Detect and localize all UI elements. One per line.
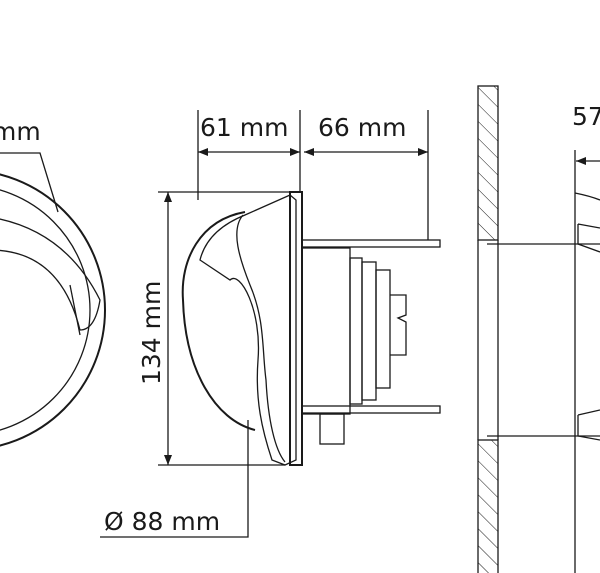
right-dimension-label: 57 [572, 102, 600, 131]
leader-line [0, 152, 59, 213]
depth-front-label: 61 mm [200, 113, 288, 142]
rear-view: 57 [572, 102, 600, 573]
depth-back-label: 66 mm [318, 113, 406, 142]
front-view: mm [0, 117, 106, 447]
side-view: 61 mm 66 mm 134 mm Ø 88 mm [100, 110, 441, 538]
wall-section [477, 85, 600, 573]
left-dimension-label: mm [0, 117, 41, 146]
diameter-label: Ø 88 mm [104, 507, 220, 536]
height-label: 134 mm [137, 281, 166, 385]
